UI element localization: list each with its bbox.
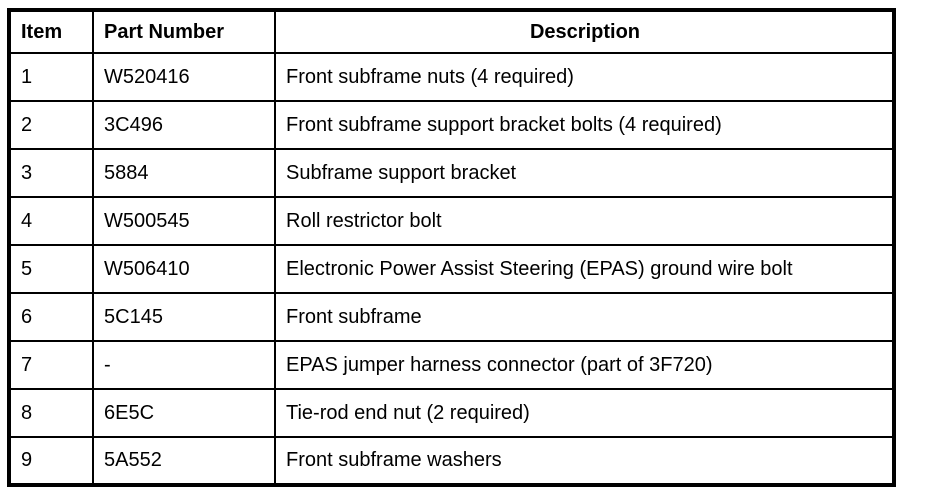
description-cell: Tie-rod end nut (2 required) (274, 388, 895, 438)
item-cell: 3 (8, 148, 94, 198)
description-cell: Electronic Power Assist Steering (EPAS) … (274, 244, 895, 294)
description-cell: Roll restrictor bolt (274, 196, 895, 246)
item-cell: 6 (8, 292, 94, 342)
header-row: Item Part Number Description (8, 9, 895, 54)
item-cell: 2 (8, 100, 94, 150)
table-row: 1 W520416 Front subframe nuts (4 require… (8, 52, 895, 102)
part-number-cell: 6E5C (92, 388, 276, 438)
description-cell: Front subframe washers (274, 436, 895, 486)
column-header-description: Description (274, 9, 895, 54)
description-cell: Front subframe support bracket bolts (4 … (274, 100, 895, 150)
item-cell: 8 (8, 388, 94, 438)
table-row: 9 5A552 Front subframe washers (8, 436, 895, 486)
column-header-item: Item (8, 9, 94, 54)
part-number-cell: W520416 (92, 52, 276, 102)
item-cell: 4 (8, 196, 94, 246)
part-number-cell: 5A552 (92, 436, 276, 486)
description-cell: EPAS jumper harness connector (part of 3… (274, 340, 895, 390)
description-cell: Subframe support bracket (274, 148, 895, 198)
table-row: 8 6E5C Tie-rod end nut (2 required) (8, 388, 895, 438)
parts-table-header: Item Part Number Description (8, 9, 895, 54)
item-cell: 5 (8, 244, 94, 294)
table-row: 3 5884 Subframe support bracket (8, 148, 895, 198)
parts-table: Item Part Number Description 1 W520416 F… (7, 8, 896, 487)
table-row: 5 W506410 Electronic Power Assist Steeri… (8, 244, 895, 294)
parts-table-body: 1 W520416 Front subframe nuts (4 require… (8, 52, 895, 486)
description-cell: Front subframe nuts (4 required) (274, 52, 895, 102)
item-cell: 1 (8, 52, 94, 102)
part-number-cell: 5C145 (92, 292, 276, 342)
table-row: 6 5C145 Front subframe (8, 292, 895, 342)
part-number-cell: - (92, 340, 276, 390)
part-number-cell: W500545 (92, 196, 276, 246)
table-row: 7 - EPAS jumper harness connector (part … (8, 340, 895, 390)
part-number-cell: 5884 (92, 148, 276, 198)
item-cell: 9 (8, 436, 94, 486)
table-row: 2 3C496 Front subframe support bracket b… (8, 100, 895, 150)
column-header-part-number: Part Number (92, 9, 276, 54)
table-row: 4 W500545 Roll restrictor bolt (8, 196, 895, 246)
part-number-cell: W506410 (92, 244, 276, 294)
description-cell: Front subframe (274, 292, 895, 342)
item-cell: 7 (8, 340, 94, 390)
part-number-cell: 3C496 (92, 100, 276, 150)
